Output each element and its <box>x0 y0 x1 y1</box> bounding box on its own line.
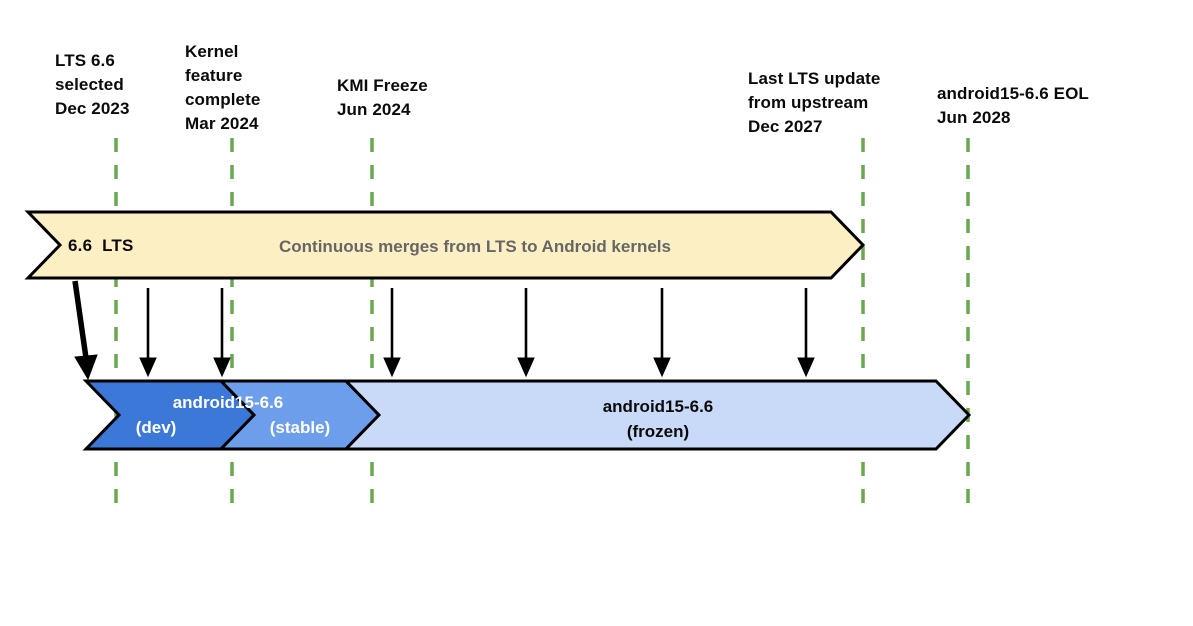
milestone-label-lts-selected: LTS 6.6 selected Dec 2023 <box>55 51 130 118</box>
merge-arrow-6 <box>797 288 815 378</box>
branch-frozen-label: android15-6.6 (frozen) <box>602 397 714 441</box>
milestone-label-last-lts-update: Last LTS update from upstream Dec 2027 <box>748 69 881 136</box>
milestone-label-feature-complete: Kernel feature complete Mar 2024 <box>185 42 261 133</box>
lts-version-label: 6.6 LTS <box>68 236 134 255</box>
branch-fork-arrow <box>72 280 98 381</box>
merge-arrow-1 <box>139 288 157 378</box>
branch-frozen-shape <box>342 379 972 451</box>
branch-dev-label: (dev) <box>135 418 177 437</box>
branch-dev-shape <box>82 379 257 451</box>
merge-arrow-4 <box>517 288 535 378</box>
merge-arrow-3 <box>383 288 401 378</box>
branch-name-label: android15-6.6 <box>172 393 284 412</box>
lts-banner-shape <box>24 210 866 280</box>
merge-arrows <box>72 280 815 381</box>
milestone-label-kmi-freeze: KMI Freeze Jun 2024 <box>337 76 428 119</box>
merge-arrow-2 <box>213 288 231 378</box>
lts-merge-label: Continuous merges from LTS to Android ke… <box>279 237 671 256</box>
merge-arrow-5 <box>653 288 671 378</box>
branch-stable-label: (stable) <box>269 418 331 437</box>
milestone-label-eol: android15-6.6 EOL Jun 2028 <box>937 84 1089 127</box>
